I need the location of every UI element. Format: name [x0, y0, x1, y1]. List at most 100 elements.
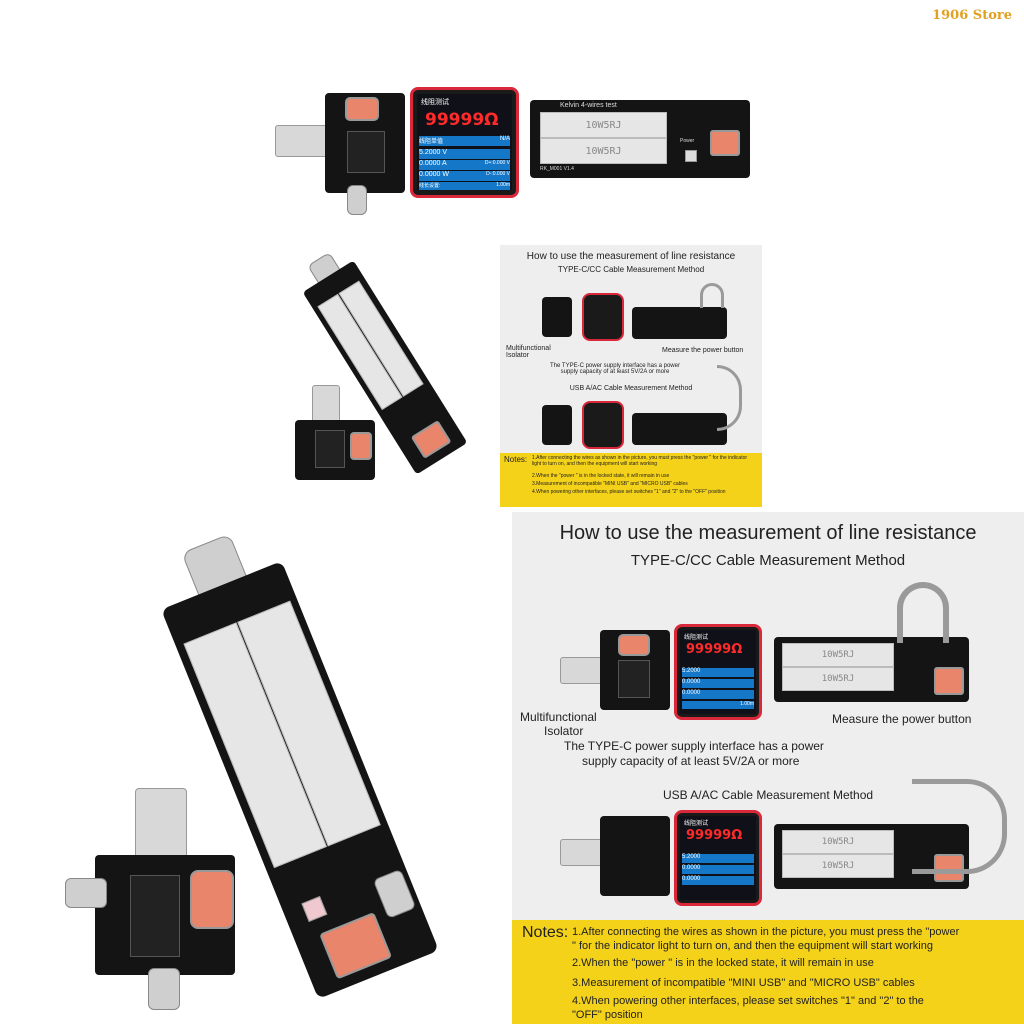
- large-power-button[interactable]: [301, 895, 328, 923]
- small-d1-isolator: [542, 297, 572, 337]
- large-isolator-port: [190, 870, 234, 929]
- ld1-cable: [897, 582, 949, 643]
- large-diagram-2: 线阻测试 99999Ω 5.2000 0.0000 0.0000 10W5RJ …: [552, 779, 1012, 924]
- ld1-current: 0.0000: [682, 679, 701, 685]
- small-isolator: [295, 420, 375, 480]
- d-minus: D-:0.000 V: [486, 171, 510, 177]
- power-label: Power: [680, 138, 695, 144]
- ld2-resistor-1-label: 10W5RJ: [821, 837, 855, 847]
- cable-length-label: 线长设置:: [419, 183, 441, 189]
- ld2-screen-title: 线阻测试: [684, 821, 709, 827]
- current-row: 0.0000 A D+:0.000 V: [419, 160, 510, 170]
- ld1-resistor-1: 10W5RJ: [782, 643, 894, 667]
- small-d1-load: [632, 307, 727, 339]
- ld2-cable: [912, 779, 1007, 874]
- small-panel-title: How to use the measurement of line resis…: [526, 251, 736, 262]
- ld2-resistor-2: 10W5RJ: [782, 854, 894, 878]
- isolator-board: [325, 93, 405, 193]
- current-value: 0.0000: [419, 160, 441, 167]
- ld1-isolator: [600, 630, 670, 710]
- ld1-power: 0.0000: [682, 690, 701, 696]
- d-plus: D+:0.000 V: [484, 160, 510, 166]
- ld1-meter: 线阻测试 99999Ω 5.2000 0.0000 0.0000 1.00m: [674, 624, 762, 720]
- voltage-unit: V: [442, 149, 448, 156]
- ld2-current: 0.0000: [682, 865, 701, 871]
- small-note-3: 3.Measurement of incompatible "MINI USB"…: [532, 481, 688, 487]
- resistance-reading: 99999Ω: [425, 110, 499, 130]
- small-supply-label: The TYPE-C power supply interface has a …: [550, 363, 680, 375]
- ld2-resistance: 99999Ω: [686, 828, 743, 843]
- small-d2-isolator: [542, 405, 572, 445]
- ld2-voltage-row: 5.2000: [682, 854, 754, 863]
- resistor-2: 10W5RJ: [540, 138, 667, 164]
- ld1-usb-port: [934, 667, 964, 695]
- large-product-photo: [50, 533, 510, 1020]
- ld2-current-row: 0.0000: [682, 865, 754, 874]
- type-c-plug: [347, 185, 367, 215]
- ld1-power-row: 0.0000: [682, 690, 754, 699]
- large-panel-subtitle: TYPE-C/CC Cable Measurement Method: [630, 552, 906, 569]
- cable-length-row: 线长设置: 1.00m: [419, 182, 510, 190]
- power-button[interactable]: [685, 150, 697, 162]
- meter-unit: 线阻测试 99999Ω 线阻单值 N/A 5.2000 V 0.0000 A D…: [410, 87, 519, 198]
- large-note-4b: "OFF" position: [572, 1009, 643, 1021]
- isolator-usb-plug: [312, 385, 340, 425]
- large-supply-line-1: The TYPE-C power supply interface has a …: [564, 739, 824, 753]
- ld1-current-row: 0.0000: [682, 679, 754, 688]
- cable-length-value: 1.00m: [496, 182, 510, 188]
- ld1-isolator-port: [618, 634, 650, 656]
- type-c-female-port: [345, 97, 379, 121]
- large-usb-port: [319, 911, 393, 980]
- small-notes-bar: Notes: 1.After connecting the wires as s…: [500, 453, 762, 507]
- power-unit: W: [442, 171, 449, 178]
- large-isolator-label-1: Multifunctional: [520, 710, 597, 724]
- large-isolator: [95, 855, 235, 975]
- ld2-power: 0.0000: [682, 876, 701, 882]
- small-d2-meter: [582, 401, 624, 449]
- small-d1-meter: [582, 293, 624, 341]
- power-row: 0.0000 W D-:0.000 V: [419, 171, 510, 181]
- large-usb-method: USB A/AC Cable Measurement Method: [662, 788, 874, 802]
- ld1-length: 1.00m: [740, 701, 754, 707]
- ld1-load-board: 10W5RJ 10W5RJ: [774, 637, 969, 702]
- large-power-button-label: Measure the power button: [832, 712, 972, 726]
- large-panel-title: How to use the measurement of line resis…: [559, 522, 977, 544]
- small-note-1: 1.After connecting the wires as shown in…: [532, 455, 748, 467]
- screen-title: 线阻测试: [421, 99, 449, 106]
- board-label: Kelvin 4-wires test: [560, 102, 617, 109]
- isolator-dip: [315, 430, 345, 468]
- large-supply-line-2: supply capacity of at least 5V/2A or mor…: [582, 754, 800, 768]
- large-note-1a: 1.After connecting the wires as shown in…: [572, 926, 960, 938]
- current-unit: A: [441, 160, 447, 167]
- small-usb-method: USB A/AC Cable Measurement Method: [569, 385, 693, 392]
- large-notes-title: Notes:: [522, 924, 569, 941]
- model-label: RK_M001 V1.4: [540, 166, 574, 172]
- ld2-isolator: [600, 816, 670, 896]
- ld2-power-row: 0.0000: [682, 876, 754, 885]
- usb-a-plug: [275, 125, 332, 157]
- large-isolator-typec-bottom: [148, 968, 180, 1010]
- large-note-3: 3.Measurement of incompatible "MINI USB"…: [572, 977, 915, 989]
- large-note-1b: " for the indicator light to turn on, an…: [572, 940, 933, 952]
- ld1-length-row: 1.00m: [682, 701, 754, 709]
- large-instruction-panel: How to use the measurement of line resis…: [512, 512, 1024, 1024]
- top-product-photo: 线阻测试 99999Ω 线阻单值 N/A 5.2000 V 0.0000 A D…: [275, 85, 750, 215]
- ld1-dip: [618, 660, 650, 698]
- ld1-screen-title: 线阻测试: [684, 635, 709, 641]
- large-isolator-plug: [135, 788, 187, 860]
- ld1-resistor-2-label: 10W5RJ: [821, 674, 855, 684]
- small-instruction-panel: How to use the measurement of line resis…: [500, 245, 762, 507]
- large-note-2: 2.When the "power " is in the locked sta…: [572, 957, 874, 969]
- large-diagram-1: 线阻测试 99999Ω 5.2000 0.0000 0.0000 1.00m 1…: [552, 582, 1012, 722]
- small-isolator-label: Multifunctional Isolator: [506, 345, 551, 359]
- ld1-usb-plug: [560, 657, 607, 684]
- power-value: 0.0000: [419, 171, 441, 178]
- small-diagram-2: [522, 365, 752, 451]
- dip-switch: [347, 131, 385, 173]
- na-label: N/A: [499, 136, 510, 142]
- ld1-resistor-2: 10W5RJ: [782, 667, 894, 691]
- ld1-voltage-row: 5.2000: [682, 668, 754, 677]
- meter-screen: 线阻测试 99999Ω 线阻单值 N/A 5.2000 V 0.0000 A D…: [417, 94, 512, 190]
- small-panel-subtitle: TYPE-C/CC Cable Measurement Method: [557, 265, 705, 274]
- small-note-2: 2.When the "power " is in the locked sta…: [532, 473, 670, 479]
